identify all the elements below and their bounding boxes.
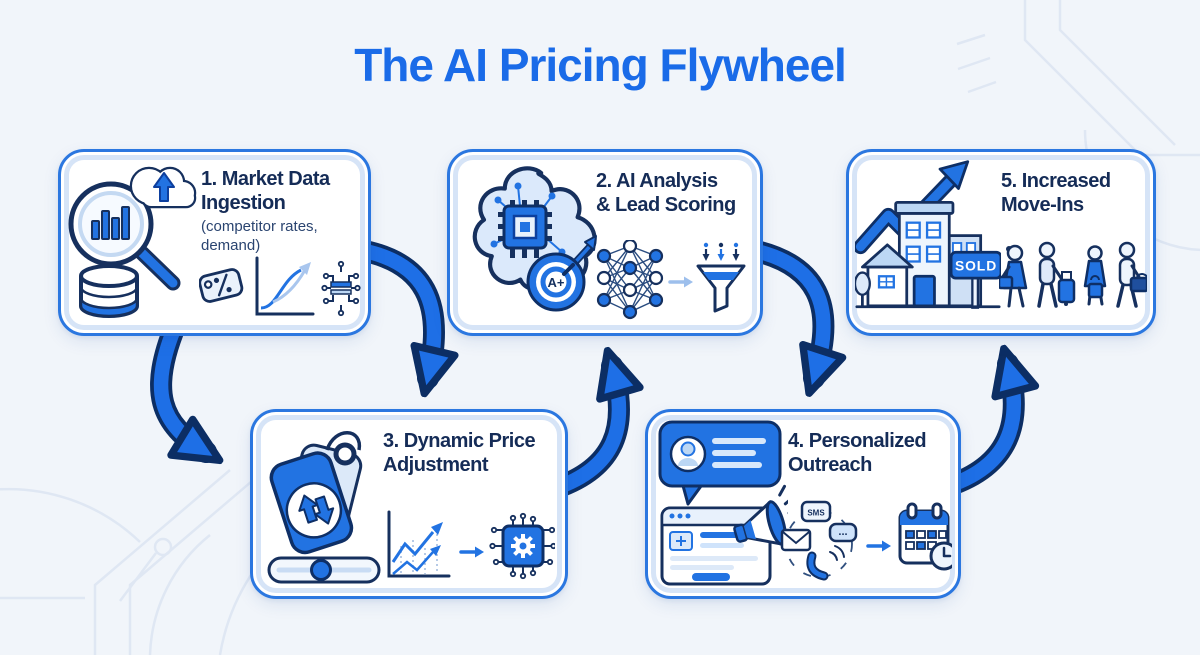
step-title: 4. Personalized Outreach xyxy=(788,430,927,476)
database-icon xyxy=(79,264,139,318)
move-ins-main-art: SOLD xyxy=(855,160,1001,309)
sold-sign-label: SOLD xyxy=(955,258,997,274)
profile-chat-bubble-icon xyxy=(658,420,782,506)
arrow-step1-to-step3 xyxy=(349,239,434,378)
step-title: 2. AI Analysis & Lead Scoring xyxy=(596,170,736,216)
flow-arrow-icon xyxy=(459,546,484,558)
house-icon xyxy=(861,243,914,308)
arrow-step1-down xyxy=(150,313,206,452)
growth-curve-icon xyxy=(255,256,315,316)
tree-icon xyxy=(855,271,871,306)
market-data-mini-icons xyxy=(199,256,361,317)
mover-man-rolling-suitcase xyxy=(1037,241,1076,308)
price-adjustment-main-art xyxy=(267,431,381,584)
arrow-step4-to-step5 xyxy=(937,364,1014,497)
circuit-icon xyxy=(321,260,361,317)
arrow-step2-to-step4 xyxy=(741,239,823,378)
slider-icon xyxy=(267,556,381,584)
neural-network-icon xyxy=(596,240,664,320)
ai-analysis-mini-icons xyxy=(596,240,746,320)
movers-with-luggage-icon xyxy=(999,241,1147,308)
step-card-dynamic-price-adjustment: 3. Dynamic Price Adjustment xyxy=(250,409,568,599)
market-data-main-art xyxy=(68,166,197,318)
price-tags-updown-icon xyxy=(269,431,363,555)
target-grade-label: A+ xyxy=(548,275,565,290)
trend-chart-icon xyxy=(387,510,451,578)
sms-bubble-label: SMS xyxy=(807,509,825,518)
sms-bubble-icon: SMS xyxy=(800,500,832,523)
step-title: 3. Dynamic Price Adjustment xyxy=(383,430,536,476)
step-card-personalized-outreach: 4. Personalized Outreach SMS ... xyxy=(645,409,961,599)
mover-woman-1 xyxy=(999,244,1028,308)
step-card-ai-analysis-lead-scoring: A+ 2. AI Analysis & Lead Scoring xyxy=(447,149,763,336)
magnifier-bar-chart-icon xyxy=(68,181,181,291)
ai-analysis-main-art: A+ xyxy=(472,166,597,312)
step-title: 5. Increased Move-Ins xyxy=(1001,170,1111,216)
phone-icon xyxy=(806,545,845,581)
step-subtitle: (competitor rates, demand) xyxy=(201,218,318,254)
outreach-mini-icons: SMS ... xyxy=(780,500,952,581)
chat-dots-label: ... xyxy=(838,526,847,538)
mover-man-briefcase xyxy=(1116,241,1147,308)
step-title: 1. Market Data Ingestion xyxy=(201,168,330,214)
page-title: The AI Pricing Flywheel xyxy=(354,39,847,91)
arrow-step3-to-step2 xyxy=(545,366,619,499)
price-adjustment-mini-icons xyxy=(387,510,555,580)
envelope-icon xyxy=(780,528,812,552)
ai-chip-gear-icon xyxy=(489,512,555,580)
outreach-main-art xyxy=(658,420,788,586)
cloud-upload-icon xyxy=(129,166,197,209)
ai-chip-icon xyxy=(498,200,552,258)
calendar-clock-icon xyxy=(898,502,952,571)
price-tag-icon xyxy=(199,268,244,303)
mover-woman-2 xyxy=(1083,245,1107,306)
flow-arrow-icon xyxy=(866,540,891,552)
flow-arrow-icon xyxy=(668,276,693,288)
step-card-market-data-ingestion: 1. Market Data Ingestion (competitor rat… xyxy=(58,149,371,336)
chat-dots-bubble-icon: ... xyxy=(828,522,858,543)
lead-funnel-icon xyxy=(696,242,746,313)
step-card-increased-move-ins: SOLD 5. Increased Move-Ins xyxy=(846,149,1156,336)
target-grade-icon: A+ xyxy=(526,235,597,312)
sold-sign-icon: SOLD xyxy=(949,250,1001,309)
